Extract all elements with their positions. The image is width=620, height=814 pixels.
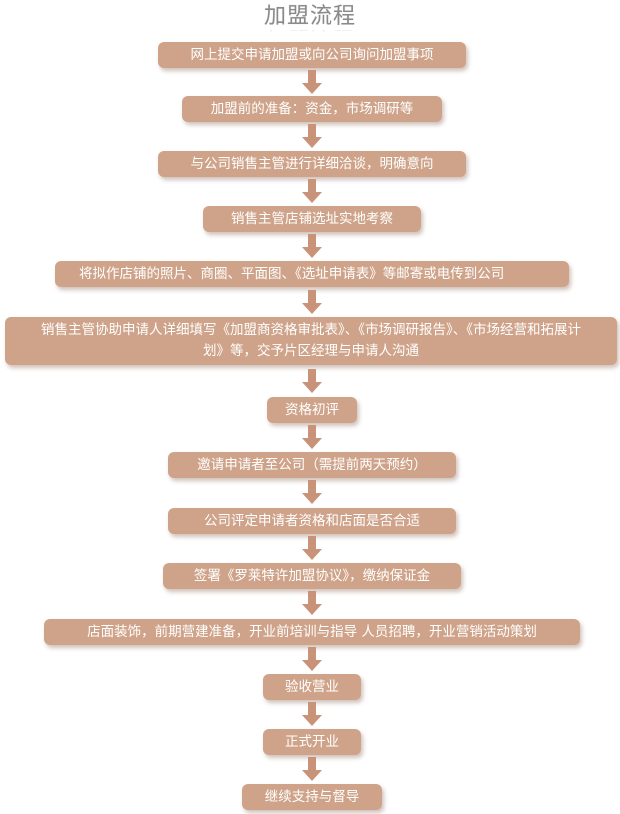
step-3-label: 与公司销售主管进行详细洽谈，明确意向 (190, 155, 434, 172)
down-arrow-9 (302, 536, 322, 560)
down-arrow-10 (302, 591, 322, 615)
step-2-label: 加盟前的准备：资金，市场调研等 (210, 100, 414, 117)
down-arrow-8 (302, 480, 322, 504)
flowchart-title-area: 加盟流程 (0, 2, 620, 32)
down-arrow-5 (302, 290, 322, 314)
step-7-box: 资格初评 (267, 397, 357, 423)
step-4-box: 销售主管店铺选址实地考察 (203, 206, 421, 232)
step-6-box: 销售主管协助申请人详细填写《加盟商资格审批表》、《市场调研报告》、《市场经营和拓… (5, 317, 617, 365)
down-arrow-6 (302, 369, 322, 393)
step-8-box: 邀请申请者至公司（需提前两天预约） (168, 452, 456, 478)
down-arrow-7 (302, 425, 322, 449)
step-10-box: 签署《罗莱特许加盟协议》，缴纳保证金 (163, 563, 461, 589)
down-arrow-2 (302, 124, 322, 148)
down-arrow-3 (302, 179, 322, 203)
down-arrow-4 (302, 234, 322, 258)
step-9-label: 公司评定申请者资格和店面是否合适 (204, 512, 420, 529)
step-1-label: 网上提交申请加盟或向公司询问加盟事项 (190, 46, 434, 63)
step-4-label: 销售主管店铺选址实地考察 (231, 210, 393, 227)
step-1-box: 网上提交申请加盟或向公司询问加盟事项 (158, 42, 466, 68)
step-12-box: 验收营业 (263, 674, 361, 700)
step-12-label: 验收营业 (285, 678, 339, 695)
step-6-label: 销售主管协助申请人详细填写《加盟商资格审批表》、《市场调研报告》、《市场经营和拓… (41, 322, 581, 359)
down-arrow-13 (302, 757, 322, 781)
flowchart-title: 加盟流程 (263, 4, 356, 29)
step-11-box: 店面装饰，前期营建准备，开业前培训与指导 人员招聘，开业营销活动策划 (44, 619, 580, 645)
title-reflection: 加盟流程 (0, 30, 620, 38)
step-9-box: 公司评定申请者资格和店面是否合适 (168, 508, 456, 534)
step-7-label: 资格初评 (285, 401, 339, 418)
step-5-label: 将拟作店铺的照片、商圈、平面图、《选址申请表》等邮寄或电传到公司 (79, 265, 505, 282)
step-14-label: 继续支持与督导 (264, 788, 360, 805)
step-13-box: 正式开业 (263, 729, 361, 755)
step-13-label: 正式开业 (285, 733, 339, 750)
step-14-box: 继续支持与督导 (242, 784, 382, 810)
down-arrow-1 (302, 70, 322, 94)
down-arrow-11 (302, 647, 322, 671)
step-2-box: 加盟前的准备：资金，市场调研等 (182, 96, 442, 122)
step-8-label: 邀请申请者至公司（需提前两天预约） (197, 456, 427, 473)
step-5-box: 将拟作店铺的照片、商圈、平面图、《选址申请表》等邮寄或电传到公司 (55, 261, 569, 287)
step-10-label: 签署《罗莱特许加盟协议》，缴纳保证金 (193, 567, 431, 584)
down-arrow-12 (302, 702, 322, 726)
step-3-box: 与公司销售主管进行详细洽谈，明确意向 (158, 151, 466, 177)
step-11-label: 店面装饰，前期营建准备，开业前培训与指导 人员招聘，开业营销活动策划 (87, 623, 537, 640)
